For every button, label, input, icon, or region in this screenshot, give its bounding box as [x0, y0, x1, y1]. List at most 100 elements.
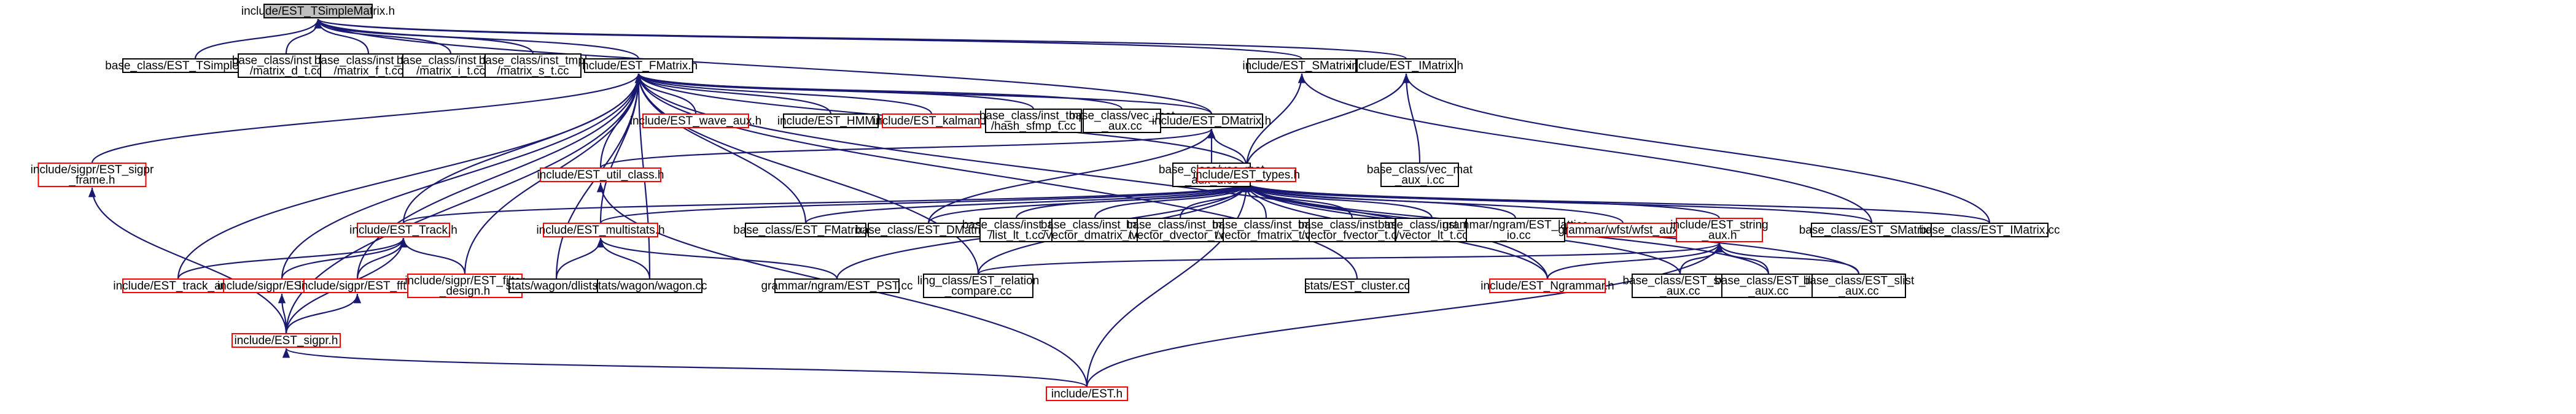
node-bc_dmatrix[interactable]: base_class/EST_DMatrix.cc	[855, 223, 1002, 237]
node-label: include/EST.h	[1051, 388, 1123, 401]
node-bc_smatrix[interactable]: base_class/EST_SMatrix.cc	[1799, 223, 1945, 237]
edge-bc_imatrix-to-imatrix_h	[1402, 73, 1991, 224]
node-bc_slist[interactable]: base_class/EST_slist_aux.cc	[1804, 274, 1915, 298]
node-label: base_class/EST_FMatrix.cc	[733, 224, 877, 237]
node-label: /matrix_i_t.cc	[416, 65, 485, 78]
node-vector_dvector[interactable]: base_class/inst_tmpl/vector_dvector_t.cc	[1126, 218, 1234, 242]
node-hash_sfmp[interactable]: base_class/inst_tmpl/hash_sfmp_t.cc	[979, 109, 1088, 133]
node-wagon_dist[interactable]: stats/wagon/dlist.cc	[506, 278, 607, 293]
node-list_lt[interactable]: base_class/inst_tmpl/list_lt_t.cc	[962, 218, 1070, 242]
node-label: /matrix_f_t.cc	[334, 65, 403, 78]
node-bc_fmatrix[interactable]: base_class/EST_FMatrix.cc	[733, 223, 878, 237]
edge-sigpr_filter-to-fmatrix_h	[281, 73, 643, 280]
node-box	[584, 58, 693, 73]
node-label: include/EST_Track.h	[349, 224, 457, 237]
node-label: include/EST_SMatrix.h	[1242, 59, 1361, 72]
node-label: base_class/inst_tmpl	[1378, 219, 1486, 232]
edge-vec_mat_aux_i-to-imatrix_h	[1402, 73, 1421, 164]
node-sigpr_frame[interactable]: include/sigpr/EST_sigpr_frame.h	[31, 163, 154, 187]
node-label: include/sigpr/EST_filter	[405, 275, 525, 288]
node-matrix_f[interactable]: base_class/inst_tmpl/matrix_f_t.cc	[314, 53, 422, 78]
node-label: base_class/inst_tmpl	[314, 55, 422, 67]
node-kalman[interactable]: include/EST_kalman.h	[873, 113, 990, 128]
node-label: stats/wagon/wagon.cc	[593, 280, 707, 293]
node-vector_dmatrix[interactable]: base_class/inst_tmpl/vector_dmatrix_t.cc	[1041, 218, 1149, 242]
node-types_h[interactable]: include/EST_types.h	[1193, 167, 1300, 182]
edge-ling_relation-to-fmatrix_h	[634, 73, 979, 275]
node-box	[402, 53, 499, 78]
node-multistats[interactable]: include/EST_multistats.h	[536, 223, 665, 237]
node-lattice[interactable]: grammar/ngram/EST_lattice_io.cc	[1442, 218, 1589, 242]
node-string_aux[interactable]: include/EST_string_aux.h	[1670, 218, 1769, 242]
node-vec_mat_aux_i[interactable]: base_class/vec_mat_aux_i.cc	[1367, 163, 1473, 187]
node-label: _frame.h	[69, 174, 115, 187]
node-bc_imatrix[interactable]: base_class/EST_IMatrix.cc	[1919, 223, 2060, 237]
node-matrix_s[interactable]: base_class/inst_tmpl/matrix_s_t.cc	[479, 53, 587, 78]
node-label: include/EST_FMatrix.h	[580, 59, 698, 72]
edge-bc_tsimple-to-root	[194, 18, 322, 59]
node-label: base_class/inst_tmpl	[479, 55, 587, 67]
node-imatrix_h[interactable]: include/EST_IMatrix.h	[1349, 58, 1463, 73]
edge-bc_dmatrix-to-dmatrix_h	[927, 128, 1216, 224]
edge-fmatrix_h-to-root	[314, 18, 640, 59]
node-track_aux[interactable]: include/EST_track_aux.h	[113, 278, 243, 293]
node-box	[484, 53, 582, 78]
node-hmm[interactable]: include/EST_HMM.h	[777, 113, 884, 128]
node-vec_mat_aux[interactable]: base_class/vec_mat_aux.cc	[1069, 109, 1175, 133]
node-label: grammar/wfst/wfst_aux.h	[1558, 224, 1687, 237]
node-ngram_pst[interactable]: grammar/ngram/EST_PST.cc	[761, 278, 913, 293]
node-box	[783, 113, 879, 128]
node-label: include/EST_util_class.h	[537, 169, 664, 182]
edge-bc_fmatrix-to-fmatrix_h	[634, 73, 807, 224]
node-bc_ilist[interactable]: base_class/EST_ilist_aux.cc	[1714, 274, 1823, 298]
node-fmatrix_h[interactable]: include/EST_FMatrix.h	[580, 58, 698, 73]
node-matrix_d[interactable]: base_class/inst_tmpl/matrix_d_t.cc	[232, 53, 340, 78]
node-wave_aux[interactable]: include/EST_wave_aux.h	[630, 113, 761, 128]
edge-imatrix_h-to-root	[314, 18, 1407, 59]
node-box	[745, 223, 866, 237]
node-track_h[interactable]: include/EST_Track.h	[349, 223, 457, 237]
node-box	[320, 53, 417, 78]
node-sigpr_filter_design[interactable]: include/sigpr/EST_filter_design.h	[405, 274, 525, 298]
node-est_h[interactable]: include/EST.h	[1046, 386, 1128, 401]
edge-matrix_d-to-root	[285, 18, 322, 55]
node-label: base_class/EST_svec	[1623, 275, 1738, 288]
node-smatrix_h[interactable]: include/EST_SMatrix.h	[1242, 58, 1361, 73]
node-stats_cluster[interactable]: stats/EST_cluster.cc	[1304, 278, 1410, 293]
node-box	[1197, 167, 1296, 182]
node-matrix_i[interactable]: base_class/inst_tmpl/matrix_i_t.cc	[397, 53, 505, 78]
node-root[interactable]: include/EST_TSimpleMatrix.h	[241, 4, 395, 18]
node-ngrammar[interactable]: include/EST_Ngrammar.h	[1481, 278, 1614, 293]
node-label: base_class/vec_mat	[1367, 164, 1473, 177]
edge-track_aux-to-fmatrix_h	[177, 73, 643, 280]
node-vector_fvector[interactable]: base_class/inst_tmpl/vector_fvector_t.cc	[1298, 218, 1406, 242]
node-bc_svec[interactable]: base_class/EST_svec_aux.cc	[1623, 274, 1738, 298]
node-box	[1632, 274, 1729, 298]
node-box	[238, 53, 335, 78]
node-box	[263, 4, 373, 18]
edge-util_class-to-dmatrix_h	[599, 128, 1215, 169]
node-sigpr_h[interactable]: include/EST_sigpr.h	[232, 333, 341, 348]
node-label: include/sigpr/EST_sigpr	[31, 164, 154, 177]
node-sigpr_fft[interactable]: include/sigpr/EST_fft.h	[299, 278, 416, 293]
node-box	[543, 223, 658, 237]
node-dmatrix_h[interactable]: include/EST_DMatrix.h	[1152, 113, 1271, 128]
node-label: base_class/EST_DMatrix.cc	[855, 224, 1002, 237]
node-box	[597, 278, 702, 293]
node-vector_fmatrix[interactable]: base_class/inst_tmpl/vector_fmatrix_t.cc	[1212, 218, 1320, 242]
edge-track_h-to-types_h	[402, 182, 1250, 224]
edge-dmatrix_h-to-fmatrix_h	[635, 73, 1213, 115]
edge-sigpr_frame-to-fmatrix_h	[91, 73, 642, 164]
node-box	[1676, 218, 1763, 242]
node-ling_relation[interactable]: ling_class/EST_relation_compare.cc	[917, 274, 1040, 298]
node-util_class[interactable]: include/EST_util_class.h	[537, 167, 664, 182]
node-wfst_aux[interactable]: grammar/wfst/wfst_aux.h	[1558, 223, 1688, 237]
node-vector_lt[interactable]: base_class/inst_tmpl/vector_lt_t.cc	[1378, 218, 1486, 242]
edge-est_h-to-string_aux	[1086, 242, 1724, 388]
node-label: include/EST_types.h	[1193, 169, 1300, 182]
node-label: stats/EST_cluster.cc	[1304, 280, 1410, 293]
node-box	[1247, 58, 1356, 73]
node-box	[540, 167, 661, 182]
node-box	[1305, 278, 1409, 293]
node-wagon_wagon[interactable]: stats/wagon/wagon.cc	[593, 278, 707, 293]
